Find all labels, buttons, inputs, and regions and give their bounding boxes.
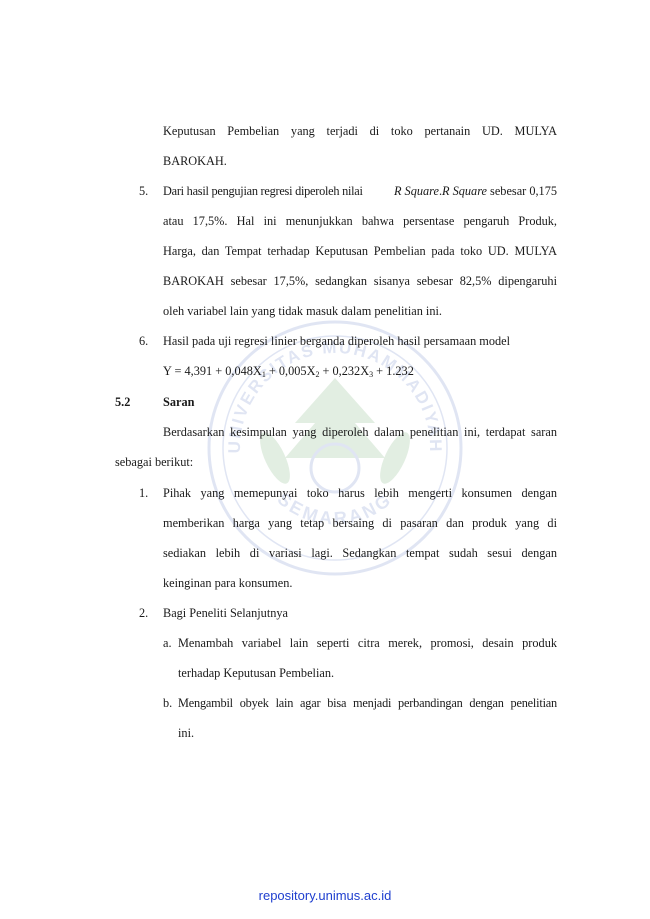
text-line: sebagai berikut: <box>115 455 194 469</box>
text-line: Mengambil obyek lain agar bisa menjadi p… <box>178 696 557 710</box>
list-number: 2. <box>139 606 149 620</box>
text-line: atau 17,5%. Hal ini menunjukkan bahwa pe… <box>163 214 557 228</box>
text-line: Bagi Peneliti Selanjutnya <box>163 606 288 620</box>
text-line: Menambah variabel lain seperti citra mer… <box>178 636 557 650</box>
text-line: memberikan harga yang tetap bersaing di … <box>163 516 557 530</box>
text-fragment: sebesar 0,175 <box>486 184 557 198</box>
text-line: terhadap Keputusan Pembelian. <box>178 666 335 680</box>
list-letter: a. <box>163 636 172 650</box>
text-line: ini. <box>178 726 195 740</box>
text-line: Dari hasil pengujian regresi diperoleh n… <box>163 184 557 199</box>
list-letter: b. <box>163 696 173 710</box>
text-line: Harga, dan Tempat terhadap Keputusan Pem… <box>163 244 557 258</box>
list-number: 5. <box>139 184 149 198</box>
repository-link[interactable]: repository.unimus.ac.id <box>258 888 392 903</box>
text-fragment: . <box>438 184 443 198</box>
text-line: Hasil pada uji regresi linier berganda d… <box>163 334 511 348</box>
university-seal-watermark: UNIVERSITAS MUHAMMADIYAH SEMARANG <box>207 320 463 576</box>
list-number: 6. <box>139 334 149 348</box>
section-number: 5.2 <box>115 395 131 409</box>
text-line: Pihak yang memepunyai toko harus lebih m… <box>163 486 557 500</box>
text-line: Berdasarkan kesimpulan yang diperoleh da… <box>163 425 557 439</box>
text-fragment: Dari hasil pengujian regresi diperoleh n… <box>163 184 366 198</box>
list-number: 1. <box>139 486 149 500</box>
regression-equation: Y = 4,391 + 0,048X1 + 0,005X2 + 0,232X3 … <box>163 364 414 379</box>
text-line: keinginan para konsumen. <box>163 576 293 590</box>
section-title: Saran <box>163 395 195 409</box>
text-line: BAROKAH. <box>163 154 227 168</box>
italic-term: R Square <box>393 184 439 198</box>
text-line: BAROKAH sebesar 17,5%, sedangkan sisanya… <box>163 274 557 288</box>
italic-term: R Square <box>442 184 487 198</box>
text-line: oleh variabel lain yang tidak masuk dala… <box>163 304 442 318</box>
text-line: sediakan lebih di variasi lagi. Sedangka… <box>163 546 557 560</box>
text-line: Keputusan Pembelian yang terjadi di toko… <box>163 124 557 138</box>
